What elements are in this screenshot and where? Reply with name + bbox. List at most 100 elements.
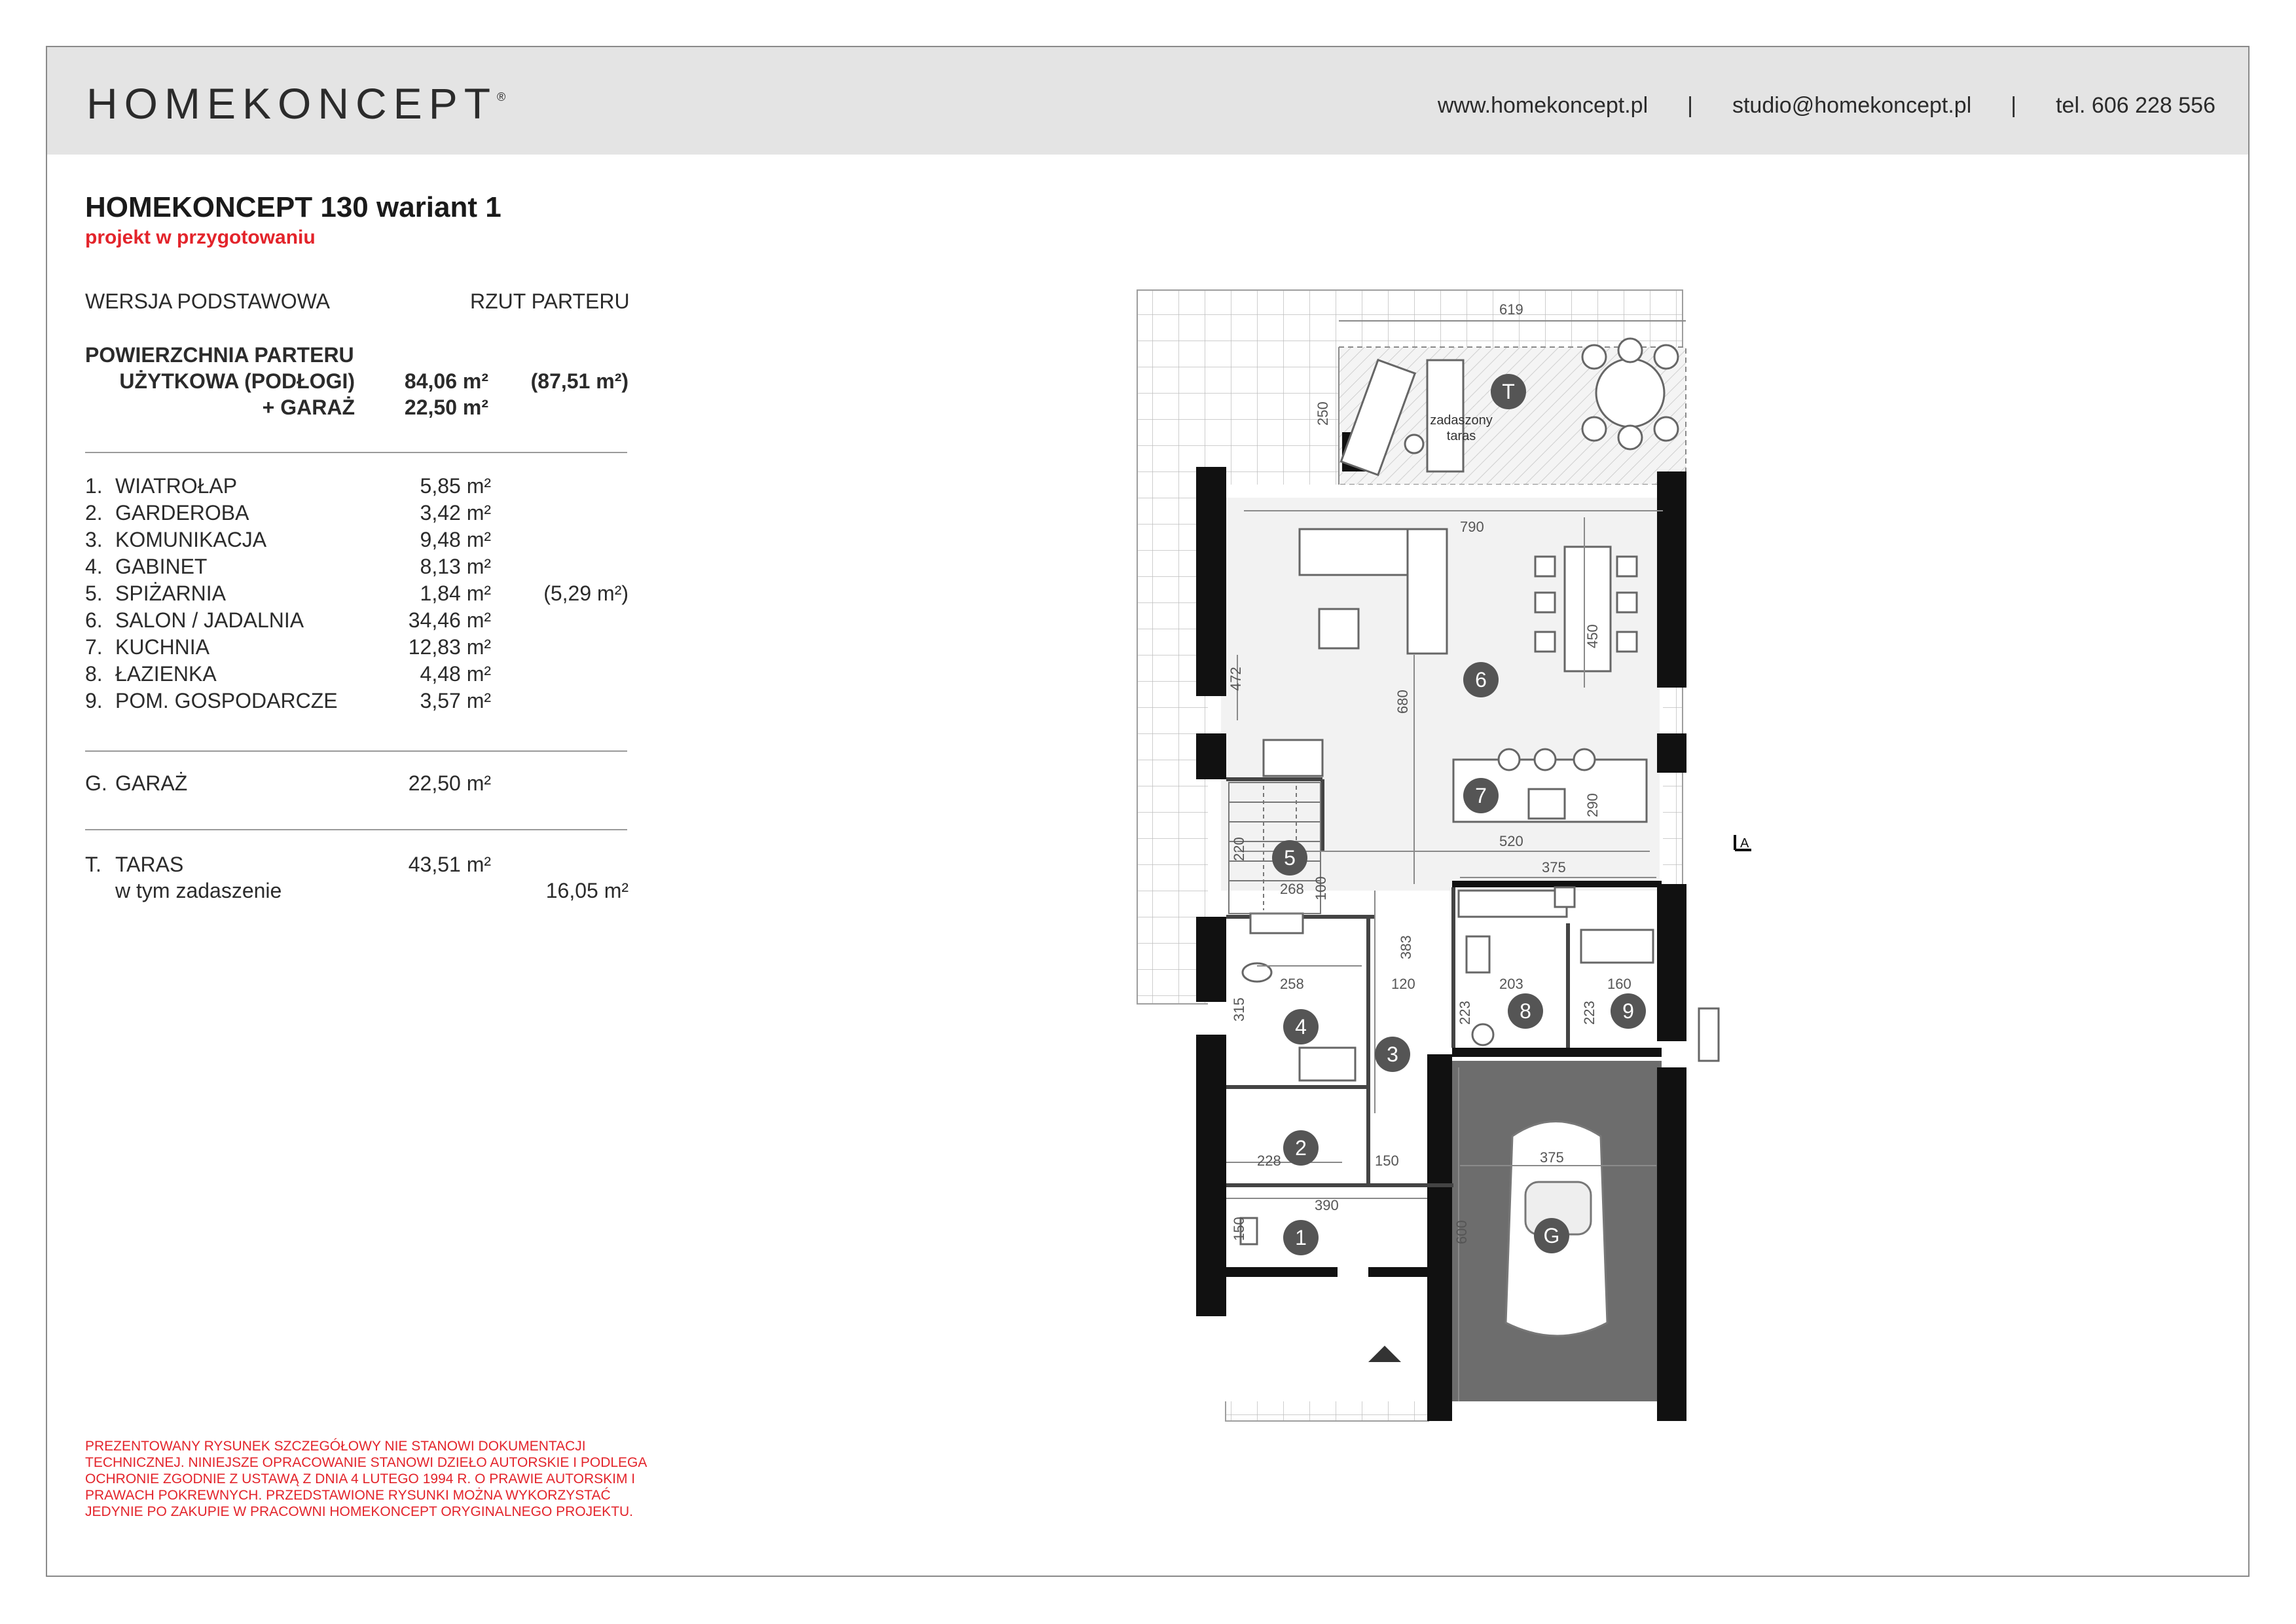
room-marker-circle: [1283, 1009, 1319, 1044]
room-marker-label: 6: [1475, 668, 1487, 692]
garage-area: 22,50 m²: [408, 771, 491, 795]
dim-520: 520: [1499, 833, 1523, 849]
garage-num: G.: [85, 771, 107, 795]
room-marker-7: 7: [1463, 778, 1499, 813]
separator: |: [1687, 93, 1693, 118]
dim-619: 619: [1499, 301, 1523, 318]
room-marker-1: 1: [1283, 1220, 1319, 1255]
dimension-lines: [1226, 320, 1686, 1401]
room-marker-circle: [1534, 1218, 1569, 1253]
dim-203: 203: [1499, 976, 1523, 992]
room-marker-label: T: [1502, 380, 1515, 403]
room-name: GARDEROBA: [115, 501, 249, 525]
room-marker-circle: [1463, 778, 1499, 813]
room-area: 5,85 m²: [420, 474, 491, 498]
usable-value: 84,06 m²: [404, 369, 488, 393]
dim-150b: 150: [1231, 1217, 1247, 1241]
section-markers: A A: [1734, 835, 1751, 851]
dim-290: 290: [1584, 793, 1601, 817]
room-marker-circle: [1375, 1037, 1410, 1072]
project-status: projekt w przygotowaniu: [85, 227, 316, 248]
room-marker-circle: [1508, 993, 1543, 1029]
room-area: 3,57 m²: [420, 689, 491, 712]
divider: [85, 750, 627, 752]
version-label: WERSJA PODSTAWOWA: [85, 289, 330, 313]
garage-row: G. GARAŻ 22,50 m²: [85, 771, 629, 798]
room-marker-5: 5: [1272, 840, 1307, 876]
room-marker-label: 3: [1387, 1043, 1398, 1066]
room-marker-8: 8: [1508, 993, 1543, 1029]
room-name: SALON / JADALNIA: [115, 608, 304, 632]
room-marker-label: G: [1544, 1224, 1560, 1247]
terrace-area: 43,51 m²: [408, 853, 491, 876]
phone-link[interactable]: tel. 606 228 556: [2056, 93, 2215, 118]
room-number: 8.: [85, 662, 103, 686]
terrace-num: T.: [85, 853, 101, 876]
room-name: KOMUNIKACJA: [115, 528, 267, 551]
room-number: 6.: [85, 608, 103, 632]
dim-680: 680: [1394, 690, 1411, 714]
room-marker-3: 3: [1375, 1037, 1410, 1072]
room-marker-circle: [1272, 840, 1307, 876]
terrace-covered-label: w tym zadaszenie: [115, 879, 282, 902]
dim-450: 450: [1584, 624, 1601, 648]
room-marker-t: T: [1491, 374, 1526, 409]
usable-alt-value: (87,51 m²): [530, 369, 629, 393]
room-marker-2: 2: [1283, 1130, 1319, 1166]
room-name: WIATROŁAP: [115, 474, 238, 498]
room-name: ŁAZIENKA: [115, 662, 217, 686]
dim-160: 160: [1607, 976, 1631, 992]
website-link[interactable]: www.homekoncept.pl: [1437, 93, 1649, 118]
divider: [85, 452, 627, 453]
room-row: 6. SALON / JADALNIA 34,46 m²: [85, 608, 629, 635]
divider: [85, 829, 627, 830]
room-area: 34,46 m²: [408, 608, 491, 632]
dim-375: 375: [1542, 859, 1566, 876]
section-marker-right: A: [1740, 836, 1749, 851]
dim-223b: 223: [1581, 1001, 1597, 1025]
room-marker-circle: [1283, 1220, 1319, 1255]
room-name: POM. GOSPODARCZE: [115, 689, 338, 712]
room-area: 3,42 m²: [420, 501, 491, 525]
room-marker-label: 9: [1622, 999, 1634, 1023]
room-name: GABINET: [115, 555, 208, 578]
room-marker-label: 7: [1475, 784, 1487, 807]
dim-250: 250: [1315, 401, 1331, 426]
dim-120: 120: [1391, 976, 1415, 992]
furniture: [1239, 337, 1720, 1246]
dim-315: 315: [1231, 997, 1247, 1022]
dim-383: 383: [1398, 935, 1414, 959]
header-bar: HOMEKONCEPT® www.homekoncept.pl | studio…: [47, 47, 2248, 155]
terrace-row: T. TARAS 43,51 m²: [85, 853, 629, 879]
project-title: HOMEKONCEPT 130 wariant 1: [85, 191, 501, 223]
room-number: 2.: [85, 501, 103, 525]
room-marker-6: 6: [1463, 662, 1499, 697]
floor-plan: A A 619 250 790 450 680 472 290 520 375 …: [1137, 289, 1751, 1422]
garage-sum-label: + GARAŻ: [262, 396, 355, 419]
room-marker-label: 5: [1284, 846, 1296, 870]
dim-390: 390: [1315, 1197, 1339, 1213]
registered-mark: ®: [497, 90, 506, 103]
room-marker-9: 9: [1611, 993, 1646, 1029]
room-area: 9,48 m²: [420, 528, 491, 551]
view-label: RZUT PARTERU: [470, 289, 630, 313]
room-markers: 1 2 3 4 5 6 7 8 9G T: [1272, 374, 1646, 1255]
email-link[interactable]: studio@homekoncept.pl: [1732, 93, 1972, 118]
garage-sum-value: 22,50 m²: [404, 396, 488, 419]
dim-600: 600: [1453, 1220, 1470, 1244]
room-marker-circle: [1463, 662, 1499, 697]
room-number: 9.: [85, 689, 103, 712]
room-marker-label: 2: [1295, 1136, 1307, 1160]
room-marker-label: 4: [1295, 1015, 1307, 1039]
room-area-alt: (5,29 m²): [543, 581, 629, 605]
room-marker-4: 4: [1283, 1009, 1319, 1044]
room-row: 2. GARDEROBA 3,42 m²: [85, 501, 629, 527]
terrace-label-line1: zadaszony: [1430, 413, 1493, 428]
room-area: 8,13 m²: [420, 555, 491, 578]
room-marker-label: 1: [1295, 1226, 1307, 1249]
terrace-name: TARAS: [115, 853, 184, 876]
